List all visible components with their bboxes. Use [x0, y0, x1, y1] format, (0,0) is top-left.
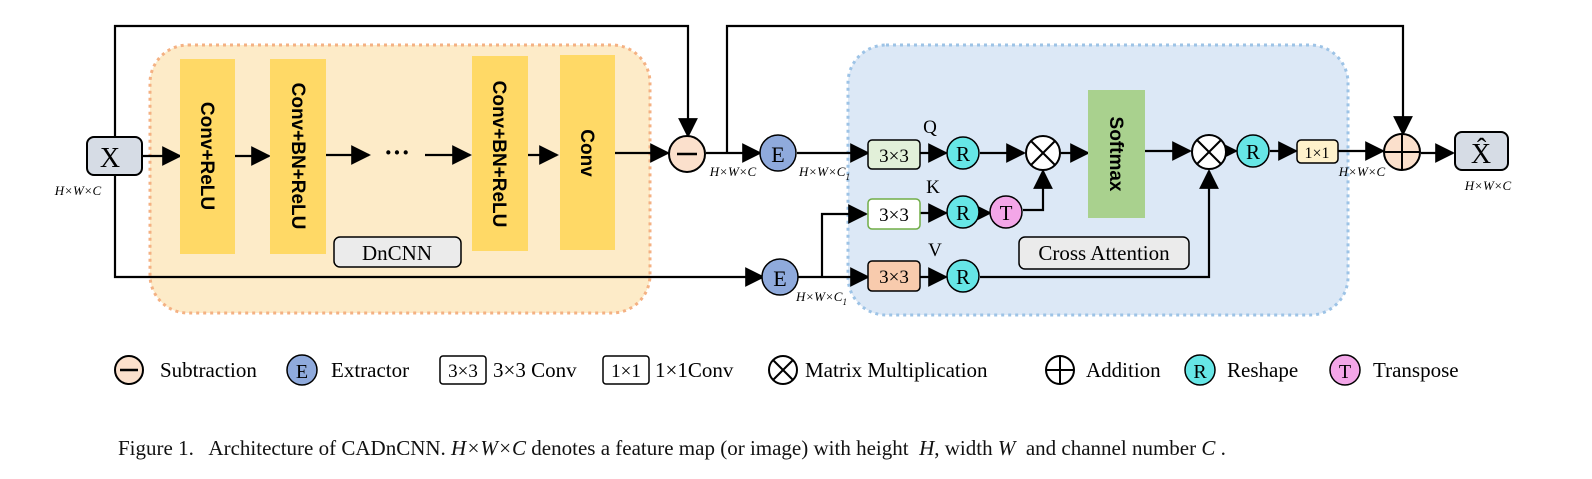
conv-relu-block	[180, 59, 235, 254]
conv-relu-label: Conv+ReLU	[196, 102, 217, 210]
conv-bn-relu-block-2	[472, 56, 528, 251]
legend-matmul-icon	[768, 355, 798, 385]
reshape-node-v	[946, 259, 980, 293]
ellipsis: ···	[384, 138, 410, 167]
reshape-k-label: R	[956, 201, 970, 225]
dncnn-label: DnCNN	[362, 241, 432, 265]
legend-transpose: Transpose	[1373, 358, 1459, 382]
reshape-node-out	[1236, 134, 1270, 168]
legend-matmul: Matrix Multiplication	[805, 358, 988, 382]
legend-conv3x3-symbol: 3×3	[448, 361, 478, 382]
legend-subtraction: Subtraction	[160, 358, 257, 382]
conv3x3-k-label: 3×3	[879, 205, 909, 226]
legend-reshape-symbol: R	[1193, 361, 1207, 383]
conv-block	[560, 55, 615, 250]
caption-w: W	[997, 436, 1016, 460]
legend-addition: Addition	[1086, 358, 1161, 382]
q-label: Q	[923, 117, 937, 138]
transpose-label: T	[1000, 201, 1013, 225]
extractor-bottom-dim: H×W×C1	[795, 289, 847, 307]
output-xhat-dim: H×W×C	[1464, 178, 1512, 193]
caption-h: H	[919, 436, 935, 460]
reshape-node-k	[946, 195, 980, 229]
extractor-top-dim: H×W×C1	[798, 164, 850, 182]
legend-reshape-icon	[1184, 354, 1216, 386]
caption-hwc: H×W×C	[451, 436, 527, 460]
legend-extractor: Extractor	[331, 358, 409, 382]
caption-text-2: denotes a feature map (or image) with he…	[531, 436, 909, 460]
reshape-node-q	[946, 136, 980, 170]
reshape-out-label: R	[1246, 140, 1260, 164]
legend-extractor-symbol: E	[296, 361, 308, 383]
extractor-node-bottom	[761, 258, 799, 296]
caption-text-4: and channel number	[1025, 436, 1197, 460]
extractor-bottom-label: E	[773, 266, 786, 291]
legend-reshape: Reshape	[1227, 358, 1298, 382]
legend-conv1x1-symbol: 1×1	[611, 361, 641, 382]
softmax-block	[1088, 90, 1145, 218]
connectors	[113, 24, 1455, 287]
conv3x3-v	[867, 260, 921, 292]
legend-addition-icon	[1045, 355, 1075, 385]
extractor-node-top	[759, 134, 797, 172]
conv-bn-relu-label-1: Conv+BN+ReLU	[287, 83, 308, 230]
legend-extractor-icon	[286, 354, 318, 386]
caption-figure-number: Figure 1.	[118, 436, 194, 460]
addition-node	[1383, 133, 1421, 171]
conv3x3-q-label: 3×3	[879, 146, 909, 167]
legend-conv1x1-icon	[602, 355, 650, 385]
caption-text-5: .	[1220, 436, 1226, 460]
figure-caption: Figure 1. Architecture of CADnCNN. H×W×C…	[118, 436, 1226, 461]
conv3x3-k	[867, 198, 921, 230]
legend-subtraction-icon	[114, 355, 144, 385]
output-xhat-label: X̂	[1471, 139, 1491, 170]
reshape-v-label: R	[956, 265, 970, 289]
matmul-node-1	[1025, 135, 1061, 171]
conv-bn-relu-label-2: Conv+BN+ReLU	[488, 81, 509, 228]
dncnn-label-box	[333, 236, 462, 268]
conv1x1-block	[1296, 139, 1339, 164]
conv-bn-relu-block-1	[270, 59, 326, 254]
input-x-box	[86, 136, 143, 176]
legend-transpose-icon	[1329, 354, 1361, 386]
conv1x1-label: 1×1	[1304, 145, 1329, 162]
caption-text-3: , width	[934, 436, 993, 460]
matmul-node-2	[1191, 134, 1227, 170]
softmax-label: Softmax	[1105, 117, 1126, 192]
conv3x3-q	[867, 139, 921, 170]
cross-attention-label-box	[1018, 236, 1190, 270]
legend-conv1x1: 1×1Conv	[655, 358, 734, 382]
v-label: V	[928, 240, 942, 261]
legend: Subtraction E Extractor 3×3 3×3 Conv 1×1…	[114, 354, 1459, 386]
extractor-top-label: E	[771, 142, 784, 167]
caption-text-1: Architecture of CADnCNN.	[208, 436, 446, 460]
input-x-dim: H×W×C	[54, 183, 102, 198]
reshape-q-label: R	[956, 142, 970, 166]
subtract-output-dim: H×W×C	[709, 164, 757, 179]
transpose-node	[989, 195, 1023, 229]
addition-output-dim: H×W×C	[1338, 164, 1386, 179]
output-xhat-box	[1454, 131, 1509, 171]
legend-transpose-symbol: T	[1339, 361, 1351, 383]
conv-label: Conv	[576, 129, 597, 177]
caption-c: C	[1201, 436, 1216, 460]
legend-conv3x3-icon	[439, 355, 487, 385]
input-x-label: X	[100, 143, 120, 174]
cross-attention-label: Cross Attention	[1038, 241, 1170, 265]
conv3x3-v-label: 3×3	[879, 267, 909, 288]
legend-conv3x3: 3×3 Conv	[493, 358, 577, 382]
k-label: K	[926, 177, 940, 198]
